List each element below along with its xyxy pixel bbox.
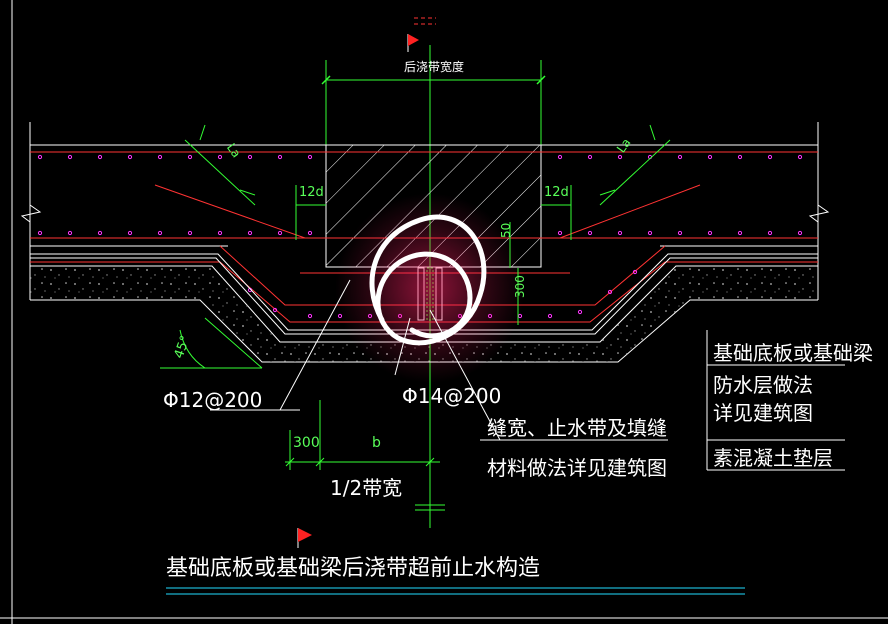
rebar-12-label: Φ12@200 xyxy=(163,388,262,412)
la-dimension-left: La xyxy=(184,124,256,206)
dim-b-label: b xyxy=(372,435,381,451)
rebar-14-label: Φ14@200 xyxy=(402,384,501,408)
rebar-leaders xyxy=(210,279,668,441)
highlight-circle xyxy=(335,193,525,383)
la-left-label: La xyxy=(224,141,244,161)
rebar-dots xyxy=(37,154,803,319)
joint-note-line2: 材料做法详见建筑图 xyxy=(487,456,667,480)
layer-label-1: 基础底板或基础梁 xyxy=(713,341,873,365)
red-flag-icon xyxy=(407,34,419,52)
joint-note-line1: 缝宽、止水带及填缝 xyxy=(487,416,667,440)
layer-label-2: 防水层做法 xyxy=(713,373,813,397)
la-dimension-right: La xyxy=(599,124,671,206)
la-right-label: La xyxy=(614,136,634,156)
angle-45-label: 45° xyxy=(172,334,194,361)
angle-45-annotation: 45° xyxy=(160,317,263,369)
twelve-d-left: 12d xyxy=(295,185,326,240)
red-flag-icon xyxy=(297,528,312,548)
twelve-d-left-label: 12d xyxy=(299,185,324,200)
bottom-dimensions xyxy=(285,400,445,511)
dim-300-horizontal-label: 300 xyxy=(293,435,320,451)
half-band-width-label: 1/2带宽 xyxy=(330,476,402,500)
layer-label-3: 详见建筑图 xyxy=(713,401,813,425)
layer-label-4: 素混凝土垫层 xyxy=(713,446,833,470)
post-pour-width-label: 后浇带宽度 xyxy=(404,59,464,74)
plain-concrete-cushion xyxy=(30,266,818,362)
post-pour-width-dimension: 后浇带宽度 xyxy=(321,59,546,150)
layer-callout xyxy=(706,330,845,471)
twelve-d-right: 12d xyxy=(541,185,572,240)
twelve-d-right-label: 12d xyxy=(544,185,569,200)
drawing-title: 基础底板或基础梁后浇带超前止水构造 xyxy=(166,556,540,581)
